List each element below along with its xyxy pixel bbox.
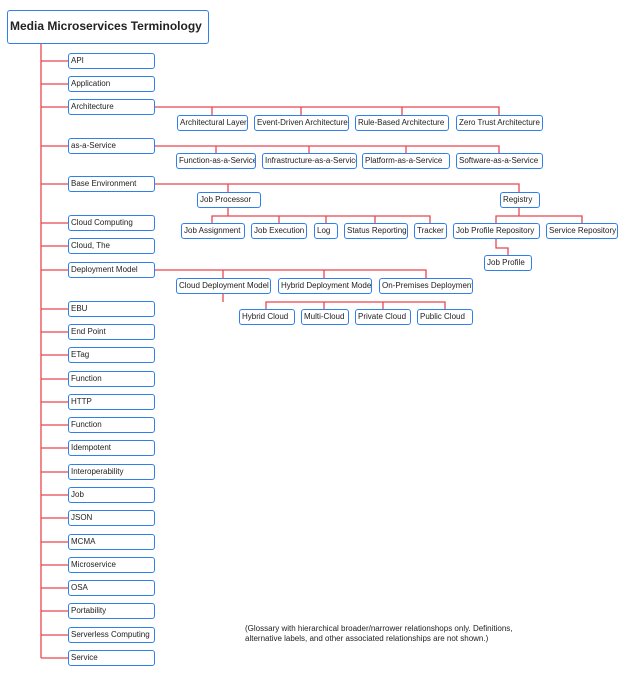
term-rule-based-architecture[interactable]: Rule-Based Architecture <box>355 115 449 131</box>
term-multi-cloud[interactable]: Multi-Cloud <box>301 309 349 325</box>
term-job-processor[interactable]: Job Processor <box>197 192 261 208</box>
term-service-repository[interactable]: Service Repository <box>546 223 618 239</box>
connector-line <box>155 183 520 192</box>
term-portability[interactable]: Portability <box>68 603 155 619</box>
term-architecture[interactable]: Architecture <box>68 99 155 115</box>
term-interoperability[interactable]: Interoperability <box>68 464 155 480</box>
diagram-title: Media Microservices Terminology <box>7 10 209 44</box>
term-idempotent[interactable]: Idempotent <box>68 440 155 456</box>
term-json[interactable]: JSON <box>68 510 155 526</box>
term-zero-trust-architecture[interactable]: Zero Trust Architecture <box>456 115 543 131</box>
term-cloud-the[interactable]: Cloud, The <box>68 238 155 254</box>
connector-line <box>155 106 500 115</box>
term-event-driven-architecture[interactable]: Event-Driven Architecture <box>254 115 349 131</box>
term-osa[interactable]: OSA <box>68 580 155 596</box>
term-status-reporting[interactable]: Status Reporting <box>344 223 408 239</box>
term-job[interactable]: Job <box>68 487 155 503</box>
connector-line <box>495 215 583 223</box>
diagram-note: (Glossary with hierarchical broader/narr… <box>245 624 513 643</box>
term-log[interactable]: Log <box>314 223 338 239</box>
term-mcma[interactable]: MCMA <box>68 534 155 550</box>
connector-line <box>155 269 427 278</box>
term-infrastructure-as-a-service[interactable]: Infrastructure-as-a-Service <box>262 153 357 169</box>
term-http[interactable]: HTTP <box>68 394 155 410</box>
term-registry[interactable]: Registry <box>500 192 540 208</box>
term-microservice[interactable]: Microservice <box>68 557 155 573</box>
connector-line <box>155 145 500 153</box>
term-hybrid-deployment-model[interactable]: Hybrid Deployment Model <box>278 278 372 294</box>
term-cloud-deployment-model[interactable]: Cloud Deployment Model <box>176 278 271 294</box>
term-end-point[interactable]: End Point <box>68 324 155 340</box>
term-function-1[interactable]: Function <box>68 371 155 387</box>
connector-line <box>211 215 431 223</box>
term-as-a-service[interactable]: as-a-Service <box>68 138 155 154</box>
term-public-cloud[interactable]: Public Cloud <box>417 309 473 325</box>
term-job-profile-repository[interactable]: Job Profile Repository <box>453 223 540 239</box>
connector-line <box>495 239 509 255</box>
term-cloud-computing[interactable]: Cloud Computing <box>68 215 155 231</box>
term-platform-as-a-service[interactable]: Platform-as-a-Service <box>362 153 450 169</box>
term-tracker[interactable]: Tracker <box>414 223 447 239</box>
term-etag[interactable]: ETag <box>68 347 155 363</box>
term-function-as-a-service[interactable]: Function-as-a-Service <box>176 153 256 169</box>
term-software-as-a-service[interactable]: Software-as-a-Service <box>456 153 543 169</box>
term-application[interactable]: Application <box>68 76 155 92</box>
term-job-execution[interactable]: Job Execution <box>251 223 307 239</box>
term-function-2[interactable]: Function <box>68 417 155 433</box>
term-api[interactable]: API <box>68 53 155 69</box>
term-private-cloud[interactable]: Private Cloud <box>355 309 411 325</box>
term-hybrid-cloud[interactable]: Hybrid Cloud <box>239 309 295 325</box>
term-job-assignment[interactable]: Job Assignment <box>181 223 245 239</box>
term-job-profile[interactable]: Job Profile <box>484 255 532 271</box>
term-service[interactable]: Service <box>68 650 155 666</box>
connector-line <box>265 301 446 309</box>
term-ebu[interactable]: EBU <box>68 301 155 317</box>
term-architectural-layer[interactable]: Architectural Layer <box>177 115 248 131</box>
term-deployment-model[interactable]: Deployment Model <box>68 262 155 278</box>
term-on-premises-deployment[interactable]: On-Premises Deployment <box>379 278 473 294</box>
term-base-environment[interactable]: Base Environment <box>68 176 155 192</box>
term-serverless-computing[interactable]: Serverless Computing <box>68 627 155 643</box>
